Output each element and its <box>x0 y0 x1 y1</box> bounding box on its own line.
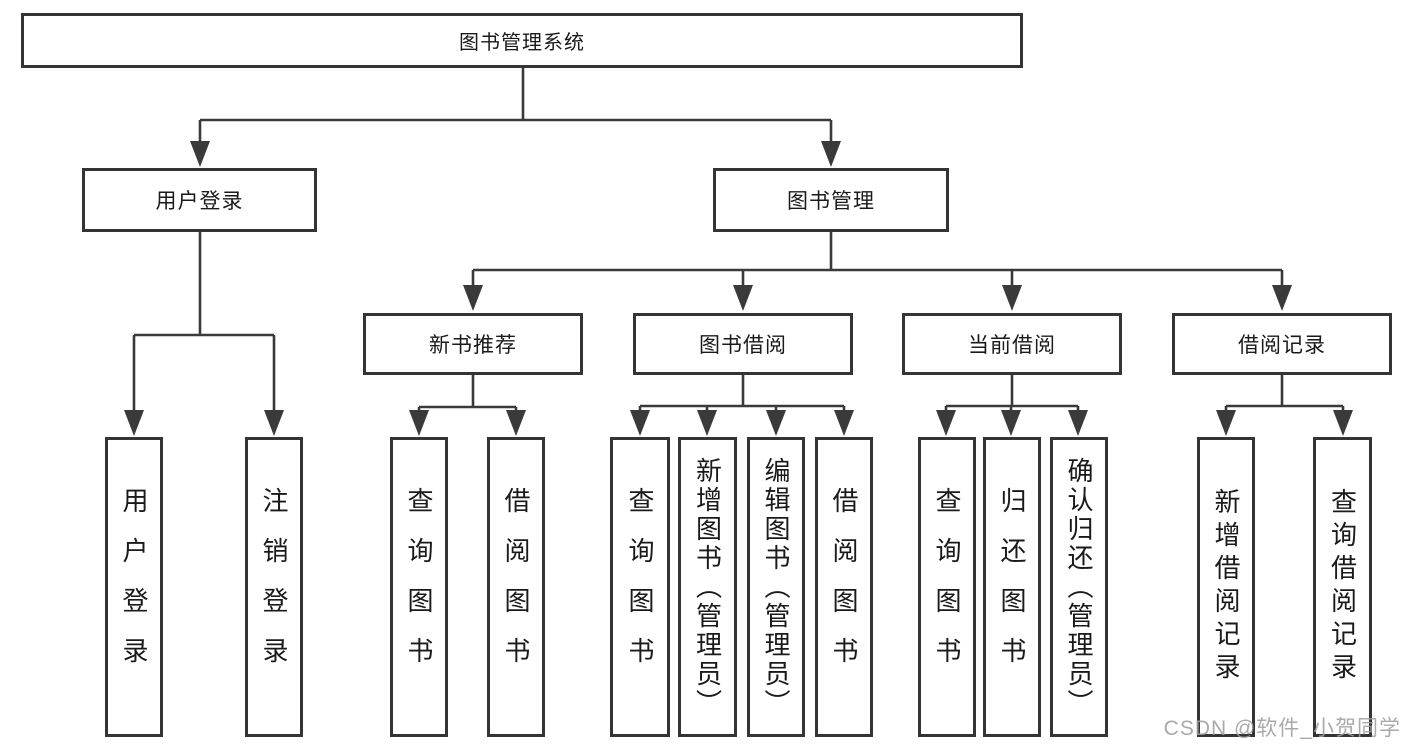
leaf-nbr-borrow-books: 借阅图书 <box>487 437 545 737</box>
csdn-watermark: CSDN @软件_小贺同学 <box>1163 717 1401 740</box>
node-label: 注销登录 <box>259 487 289 687</box>
node-label: 确认归还（管理员） <box>1064 456 1094 718</box>
node-new-book-recommend: 新书推荐 <box>363 313 583 375</box>
node-current-borrow: 当前借阅 <box>902 313 1122 375</box>
node-label: 当前借阅 <box>968 334 1056 357</box>
node-label: 图书管理 <box>787 190 875 213</box>
node-label: 借阅图书 <box>829 487 859 687</box>
node-label: 新增图书（管理员） <box>692 456 723 718</box>
node-label: 查询图书 <box>404 487 434 687</box>
leaf-bb-borrow-books: 借阅图书 <box>815 437 873 737</box>
node-label: 新增借阅记录 <box>1211 488 1241 686</box>
connector-login-branch <box>132 232 276 412</box>
connector-br-branch <box>1224 375 1345 412</box>
node-label: 新书推荐 <box>429 334 517 357</box>
connector-root-branch <box>198 68 833 145</box>
node-label: 用户登录 <box>155 190 244 213</box>
node-library-management-system: 图书管理系统 <box>21 13 1023 68</box>
leaf-bb-edit-books-admin: 编辑图书（管理员） <box>747 437 805 737</box>
node-label: 编辑图书（管理员） <box>761 456 791 718</box>
leaf-nbr-query-books: 查询图书 <box>390 437 448 737</box>
node-borrow-records: 借阅记录 <box>1172 313 1392 375</box>
leaf-bb-query-books: 查询图书 <box>610 437 670 737</box>
node-user-login: 用户登录 <box>82 168 317 232</box>
node-label: 查询图书 <box>932 487 962 687</box>
node-label: 借阅图书 <box>501 487 531 687</box>
node-label: 归还图书 <box>997 487 1027 687</box>
leaf-bb-add-books-admin: 新增图书（管理员） <box>678 437 737 737</box>
leaf-br-query-record: 查询借阅记录 <box>1313 437 1372 737</box>
node-label: 查询图书 <box>625 487 655 687</box>
node-label: 用户登录 <box>119 487 149 687</box>
leaf-cb-query-books: 查询图书 <box>918 437 976 737</box>
arrowheads <box>124 141 1353 436</box>
connector-cb-branch <box>944 375 1080 412</box>
node-book-borrow: 图书借阅 <box>633 313 853 375</box>
leaf-cb-confirm-return-admin: 确认归还（管理员） <box>1050 437 1108 737</box>
leaf-cb-return-books: 归还图书 <box>983 437 1041 737</box>
node-label: 查询借阅记录 <box>1327 488 1358 686</box>
node-book-management: 图书管理 <box>713 168 949 232</box>
node-label: 图书借阅 <box>699 334 787 357</box>
node-label: 图书管理系统 <box>459 32 585 54</box>
leaf-user-login: 用户登录 <box>105 437 163 737</box>
leaf-logout: 注销登录 <box>245 437 303 737</box>
connector-mgmt-branch <box>471 232 1284 287</box>
connector-bb-branch <box>638 375 846 412</box>
connector-nbr-branch <box>417 375 518 412</box>
leaf-br-add-record: 新增借阅记录 <box>1197 437 1255 737</box>
node-label: 借阅记录 <box>1238 334 1326 357</box>
